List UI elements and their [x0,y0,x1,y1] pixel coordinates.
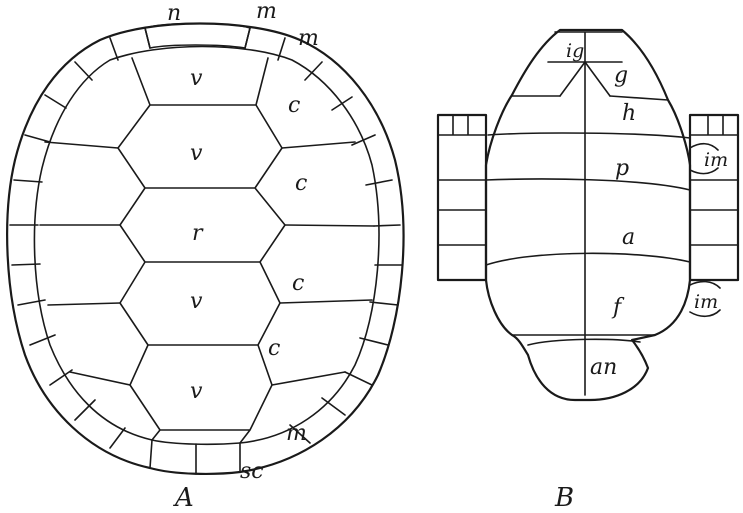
label-marginal-top-1: m [256,0,277,24]
label-vertebral-5: v [190,379,203,404]
label-vertebral-2: v [190,141,203,166]
label-anal: an [590,355,617,380]
label-supracaudal: sc [240,459,264,484]
carapace-diagram: n m m v v r v v c c c c m sc A [7,0,403,513]
label-inframarginal-2: im [694,291,718,313]
right-bridge [690,115,738,280]
marginal-seams [10,28,402,474]
label-humeral: h [622,101,636,126]
plastron-diagram: ig g h p a f an im im B [438,30,738,513]
label-gular: g [614,63,628,88]
label-abdominal: a [622,225,635,250]
label-vertebral-3: r [192,221,204,246]
plastron-outline [486,30,690,400]
costal-seams [40,142,374,385]
carapace-marginal-inner-seam [34,47,378,445]
panel-a-caption: A [173,483,194,513]
label-pectoral: p [615,156,629,181]
label-costal-1: c [288,93,300,118]
label-costal-2: c [295,171,307,196]
label-inframarginal-1: im [704,149,728,171]
label-vertebral-4: v [190,289,203,314]
anal-seams [528,339,640,345]
left-bridge-seams [438,115,486,245]
label-nuchal: n [167,1,181,26]
left-bridge [438,115,486,280]
label-femoral: f [611,295,625,320]
carapace-outline [7,24,403,474]
right-bridge-seams [690,115,738,316]
panel-b-caption: B [554,483,574,513]
nuchal-scute [145,24,250,49]
label-marginal-bottom: m [286,421,307,446]
label-marginal-top-2: m [298,26,319,51]
plastron-transverse-seams [486,96,690,335]
label-vertebral-1: v [190,66,203,91]
label-intergular: ig [566,40,584,62]
label-costal-3: c [292,271,304,296]
label-costal-4: c [268,336,280,361]
